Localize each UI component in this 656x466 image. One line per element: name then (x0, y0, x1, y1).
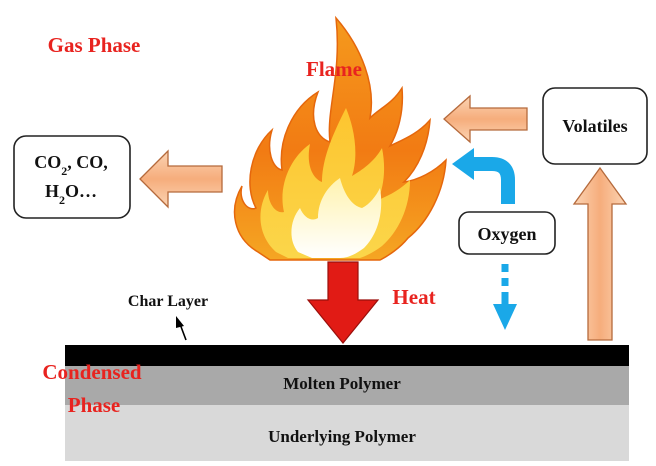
condensed-phase-label-line2: Phase (68, 393, 121, 417)
volatiles-rise-arrow (572, 166, 628, 341)
oxygen-arrow-up (452, 148, 515, 204)
char-layer-band (65, 345, 629, 366)
underlying-polymer-label: Underlying Polymer (268, 427, 416, 446)
oxygen-arrow-down (493, 264, 517, 330)
volatiles-box: Volatiles (542, 87, 648, 165)
products-line1: CO2, CO, (34, 152, 108, 178)
flame-graphic (233, 15, 447, 261)
oxygen-box: Oxygen (458, 211, 556, 255)
products-line2: H2O… (45, 181, 97, 207)
heat-label: Heat (392, 285, 435, 309)
volatiles-to-flame-arrow (443, 94, 528, 144)
molten-polymer-layer (65, 366, 629, 405)
oxygen-label: Oxygen (477, 224, 536, 244)
flame-label: Flame (306, 57, 362, 81)
heat-arrow (306, 261, 380, 344)
volatiles-label: Volatiles (562, 116, 627, 136)
condensed-phase-label-line1: Condensed (42, 360, 142, 384)
underlying-polymer-layer (65, 405, 629, 461)
gas-phase-label: Gas Phase (48, 33, 141, 57)
products-arrow (139, 149, 223, 209)
char-layer-pointer-arrow (176, 316, 187, 341)
char-layer-label: Char Layer (128, 293, 208, 310)
combustion-products-box: CO2, CO, H2O… (13, 135, 131, 219)
molten-polymer-label: Molten Polymer (283, 374, 401, 393)
